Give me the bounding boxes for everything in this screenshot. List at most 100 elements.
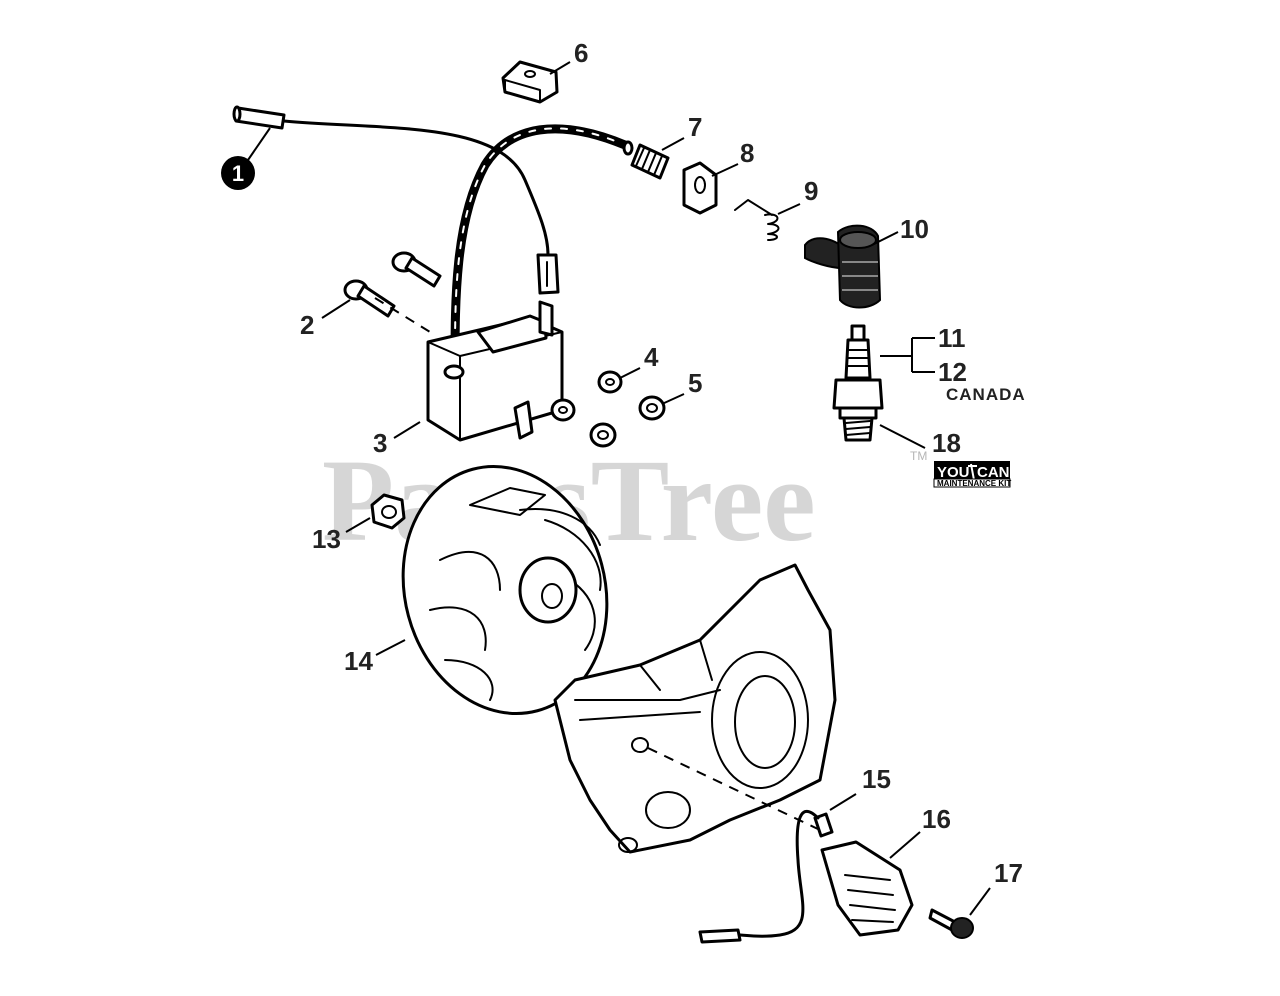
callout-4[interactable]: 4	[644, 342, 659, 372]
plug-tip	[850, 324, 866, 342]
flywheel-fins	[429, 508, 602, 701]
leader-1	[247, 127, 271, 161]
boot-ribs	[842, 261, 878, 291]
clip-coil	[764, 213, 780, 241]
part-8-sleeve[interactable]	[682, 161, 718, 215]
washer-c-hole	[597, 430, 609, 440]
maintenance-kit-badge[interactable]: YOU CAN MAINTENANCE KIT	[933, 461, 1011, 488]
boot-top	[839, 231, 877, 249]
leader-3	[393, 421, 421, 439]
callout-3[interactable]: 3	[373, 428, 387, 458]
screw-shank-lower	[356, 284, 396, 318]
crankcase-body	[553, 563, 837, 854]
wire-eyelet	[813, 812, 834, 838]
callout-7[interactable]: 7	[688, 112, 702, 142]
callout-13[interactable]: 13	[312, 524, 341, 554]
grommet-edge	[504, 79, 541, 103]
callout-16[interactable]: 16	[922, 804, 951, 834]
part-1-ground-wire[interactable]	[232, 105, 560, 295]
plug-hex	[832, 378, 884, 410]
module-leg	[513, 400, 534, 440]
callout-12[interactable]: 12	[938, 357, 967, 387]
plug-ribs	[847, 349, 869, 367]
part-15-short-circuit-wire[interactable]	[698, 810, 834, 944]
wire-15-path	[738, 810, 820, 938]
screw-shank-upper	[404, 256, 442, 288]
part-10-plug-boot[interactable]	[804, 224, 882, 309]
dash-2	[374, 297, 431, 333]
leader-16	[889, 831, 921, 859]
callout-15[interactable]: 15	[862, 764, 891, 794]
part-13-nut[interactable]	[370, 493, 406, 530]
leader-7	[661, 137, 685, 151]
part-9-clip[interactable]	[734, 199, 780, 241]
badge-you: YOU	[937, 464, 970, 481]
wrench-icon	[968, 463, 977, 481]
part-2-screws[interactable]	[343, 251, 442, 318]
washer-d-hole	[646, 403, 658, 413]
crankcase-screw-axis	[647, 747, 821, 831]
part-16-bracket[interactable]	[820, 840, 914, 937]
flywheel-label-band	[469, 487, 546, 516]
crankcase-bore	[711, 651, 809, 789]
leader-4	[619, 367, 641, 379]
part-5-washers[interactable]	[589, 395, 666, 448]
callout-2[interactable]: 2	[300, 310, 314, 340]
crankcase-boss	[645, 791, 691, 829]
crankcase-foot	[618, 837, 638, 853]
module-tab	[538, 300, 554, 337]
clip-arm	[734, 199, 773, 216]
part-11-spark-plug[interactable]	[832, 324, 884, 442]
bracket-body	[820, 840, 914, 937]
leader-11-12	[880, 337, 935, 373]
callout-14[interactable]: 14	[344, 646, 373, 676]
washer-b-hole	[605, 378, 615, 386]
spring-coils	[635, 147, 663, 176]
badge-can: CAN	[977, 464, 1010, 481]
callout-5[interactable]: 5	[688, 368, 702, 398]
terminal-end	[232, 105, 242, 123]
hv-lead	[450, 124, 634, 373]
wire-15-terminal	[698, 928, 742, 944]
sleeve-hole	[694, 176, 706, 194]
callout-18[interactable]: 18	[932, 428, 961, 458]
hv-lead-highlight	[454, 127, 621, 361]
part-6-grommet[interactable]	[501, 60, 559, 104]
callout-6[interactable]: 6	[574, 38, 588, 68]
leader-18	[879, 424, 926, 449]
part-3-ignition-module[interactable]	[426, 300, 564, 442]
badge-strip	[933, 478, 1011, 488]
leader-14	[375, 639, 406, 656]
callout-8[interactable]: 8	[740, 138, 754, 168]
callout-10[interactable]: 10	[900, 214, 929, 244]
callout-9[interactable]: 9	[804, 176, 818, 206]
leader-10	[871, 231, 899, 246]
crankcase	[553, 563, 837, 854]
wire-terminal	[234, 106, 286, 130]
flywheel-disc	[401, 465, 609, 715]
callout-11[interactable]: 11	[938, 323, 966, 353]
hv-lead-end	[622, 140, 634, 156]
part-17-screw[interactable]	[928, 908, 974, 939]
grommet-hole	[524, 70, 536, 78]
callout-1[interactable]: 1	[232, 161, 244, 186]
ground-wire-path	[282, 119, 550, 257]
module-boss	[443, 364, 465, 380]
callout-1-circle	[221, 156, 255, 190]
part-4-washers[interactable]	[550, 370, 623, 422]
callout-12-note: CANADA	[946, 385, 1026, 404]
leader-9	[777, 203, 801, 215]
leader-8	[711, 163, 739, 177]
part-7-spring[interactable]	[630, 143, 670, 180]
watermark-tm: TM	[910, 449, 927, 463]
leader-2	[321, 299, 351, 319]
nut-hole	[381, 505, 397, 519]
flywheel-bore	[541, 583, 563, 609]
crankcase-ribs	[574, 639, 721, 721]
screw-17-head	[950, 917, 974, 939]
plug-thread-lines	[845, 420, 871, 436]
part-14-flywheel[interactable]	[376, 443, 634, 736]
crankcase-bore-inner	[734, 675, 796, 769]
callout-17[interactable]: 17	[994, 858, 1023, 888]
